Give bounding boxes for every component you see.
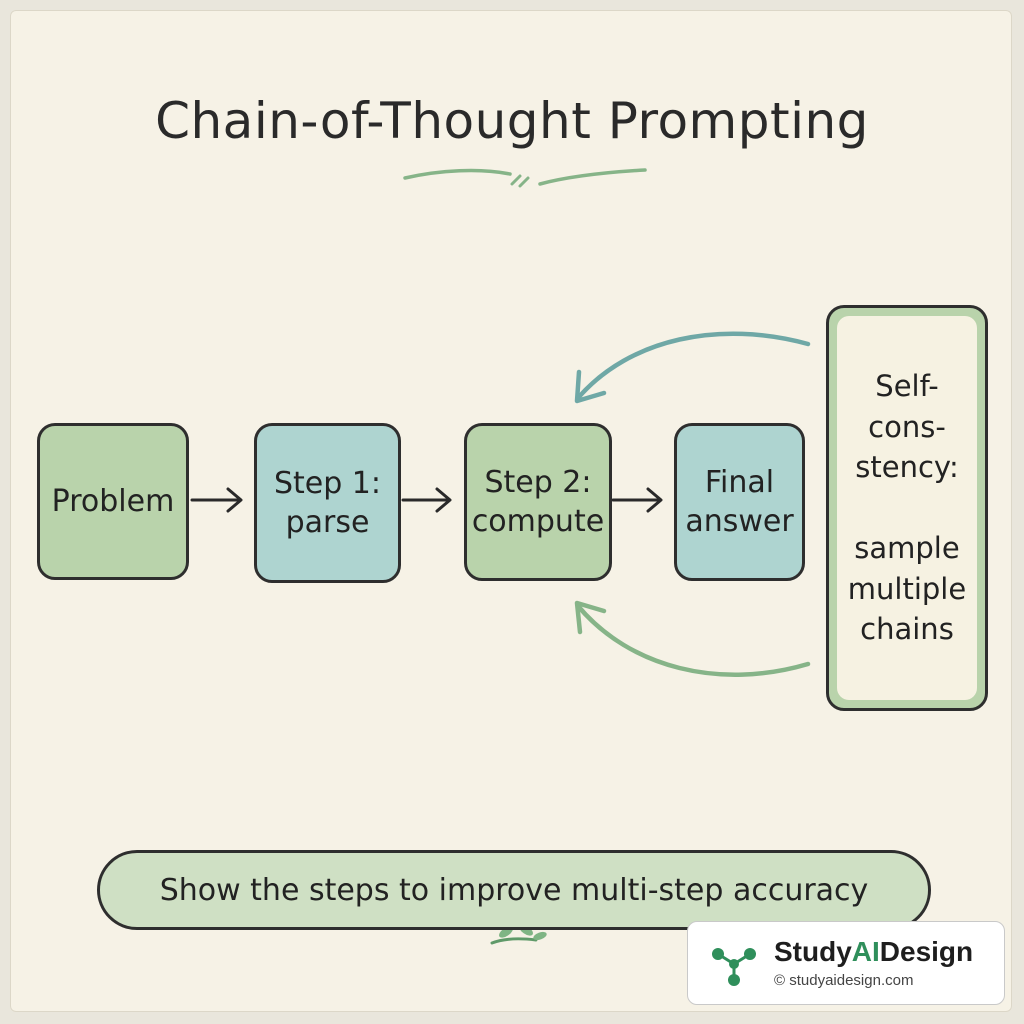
title-underline-tail (538, 168, 647, 186)
caption-banner: Show the steps to improve multi-step acc… (97, 850, 931, 930)
brand-badge: StudyAIDesign © studyaidesign.com (687, 921, 1005, 1005)
arrow-selfconsistency-lower (575, 603, 811, 677)
arrow-selfconsistency-upper-head (574, 369, 607, 404)
final-answer-node: Final answer (674, 423, 805, 581)
caption-text: Show the steps to improve multi-step acc… (159, 872, 869, 908)
diagram-title: Chain-of-Thought Prompting (155, 92, 869, 150)
arrow-step1-to-step2 (401, 487, 452, 513)
network-logo-icon (712, 948, 756, 986)
step2-compute-node: Step 2: compute (464, 423, 612, 581)
self-consistency-panel: Self- cons- stency: sample multiple chai… (826, 305, 988, 711)
arrow-step2-to-final (611, 487, 663, 513)
arrow-problem-to-step1 (190, 487, 243, 513)
self-consistency-heading: Self- cons- stency: (855, 369, 959, 485)
title-underline (403, 168, 512, 180)
self-consistency-text: Self- cons- stency: sample multiple chai… (837, 316, 977, 700)
arrow-selfconsistency-lower-head (574, 600, 607, 635)
self-consistency-body: sample multiple chains (847, 531, 967, 647)
title-underline-mark (510, 174, 530, 188)
leaf-sprig-icon (490, 937, 538, 945)
problem-node: Problem (37, 423, 189, 580)
arrow-selfconsistency-upper (575, 331, 811, 401)
step1-parse-node: Step 1: parse (254, 423, 401, 583)
brand-url: © studyaidesign.com (774, 972, 914, 989)
brand-name: StudyAIDesign (774, 936, 974, 967)
